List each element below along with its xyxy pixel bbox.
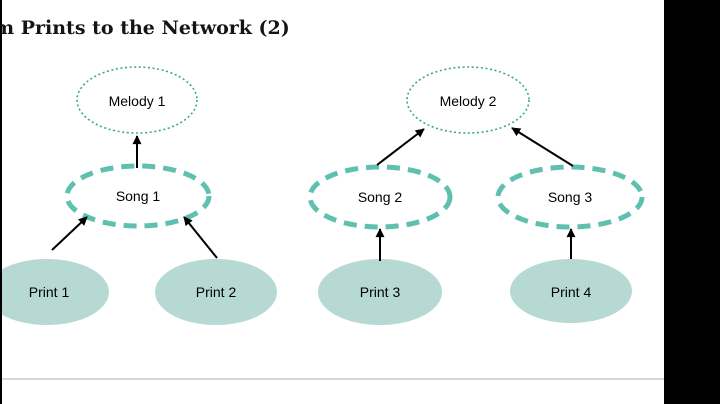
print-3-ellipse — [318, 259, 442, 325]
arrow-song2-to-melody2 — [376, 128, 425, 166]
arrow-print2-to-song1 — [183, 216, 218, 259]
left-letterbox-bar — [0, 0, 2, 404]
arrow-song3-to-melody2 — [511, 127, 574, 167]
print-4-ellipse — [510, 259, 632, 323]
print-1-label: Print 1 — [28, 284, 70, 300]
right-letterbox-bar — [664, 0, 720, 404]
arrow-print1-to-song1 — [51, 216, 88, 251]
footer-divider-line — [0, 378, 664, 380]
song-1-label: Song 1 — [115, 188, 161, 204]
song-3-label: Song 3 — [547, 189, 593, 205]
song-3-ellipse — [495, 164, 645, 230]
song-2-ellipse — [307, 164, 453, 230]
melody-2-ellipse — [406, 66, 530, 134]
print-4-label: Print 4 — [550, 284, 592, 300]
song-1-ellipse — [64, 163, 212, 229]
print-1-ellipse — [0, 259, 109, 325]
song-2-label: Song 2 — [357, 189, 403, 205]
print-3-label: Print 3 — [359, 284, 401, 300]
melody-2-label: Melody 2 — [439, 93, 497, 109]
print-2-ellipse — [155, 259, 277, 325]
print-2-label: Print 2 — [195, 284, 237, 300]
slide-title: m Prints to the Network (2) — [0, 17, 290, 39]
melody-1-ellipse — [76, 66, 198, 134]
melody-1-label: Melody 1 — [108, 93, 166, 109]
